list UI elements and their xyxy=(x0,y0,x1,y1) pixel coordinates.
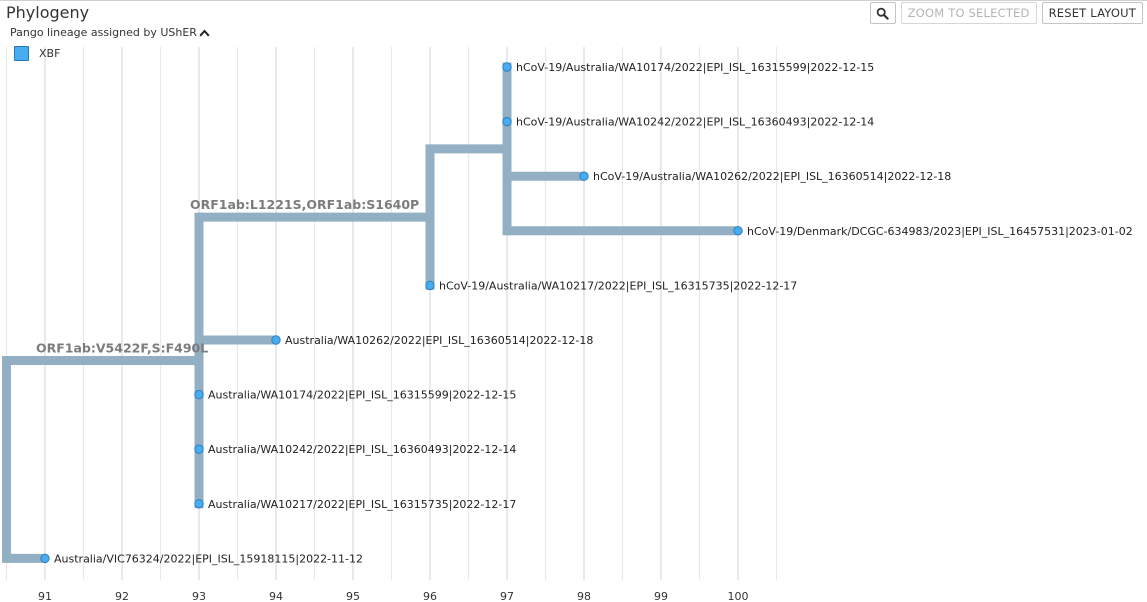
tip-nodes xyxy=(40,62,743,564)
x-tick-label: 99 xyxy=(654,590,668,602)
tip-node[interactable] xyxy=(502,62,512,72)
tip-label[interactable]: Australia/WA10242/2022|EPI_ISL_16360493|… xyxy=(208,443,516,456)
color-by-toggle[interactable]: Pango lineage assigned by UShER xyxy=(10,26,210,39)
x-tick-label: 91 xyxy=(38,590,52,602)
tip-label[interactable]: Australia/WA10217/2022|EPI_ISL_16315735|… xyxy=(208,498,516,511)
zoom-to-selected-button[interactable]: ZOOM TO SELECTED xyxy=(900,2,1037,24)
tip-label[interactable]: hCoV-19/Denmark/DCGC-634983/2023|EPI_ISL… xyxy=(747,225,1133,238)
x-tick-label: 98 xyxy=(577,590,591,602)
tip-node[interactable] xyxy=(194,444,204,454)
legend-label-xbf: XBF xyxy=(39,47,61,60)
x-tick-label: 97 xyxy=(500,590,514,602)
x-tick-label: 93 xyxy=(192,590,206,602)
legend: XBF xyxy=(14,46,60,61)
tip-label[interactable]: Australia/WA10262/2022|EPI_ISL_16360514|… xyxy=(285,334,593,347)
x-tick-label: 94 xyxy=(269,590,283,602)
tip-label[interactable]: hCoV-19/Australia/WA10242/2022|EPI_ISL_1… xyxy=(516,116,874,129)
x-tick-label: 95 xyxy=(346,590,360,602)
tip-node[interactable] xyxy=(733,226,743,236)
tip-label[interactable]: Australia/VIC76324/2022|EPI_ISL_15918115… xyxy=(54,552,363,565)
tip-node[interactable] xyxy=(194,389,204,400)
tip-labels: hCoV-19/Australia/WA10174/2022|EPI_ISL_1… xyxy=(54,61,1133,565)
x-tick-label: 100 xyxy=(728,590,749,602)
legend-swatch-xbf[interactable] xyxy=(14,46,29,61)
tip-label[interactable]: hCoV-19/Australia/WA10262/2022|EPI_ISL_1… xyxy=(593,170,951,183)
reset-layout-button[interactable]: RESET LAYOUT xyxy=(1041,2,1143,24)
panel-title: Phylogeny xyxy=(6,3,90,22)
branches xyxy=(2,62,738,563)
branch-mutation-label: ORF1ab:V5422F,S:F490L xyxy=(36,340,208,355)
tip-node[interactable] xyxy=(425,280,435,291)
branch-mutation-label: ORF1ab:L1221S,ORF1ab:S1640P xyxy=(190,197,419,212)
branch-labels: ORF1ab:V5422F,S:F490L ORF1ab:L1221S,ORF1a… xyxy=(36,197,419,355)
x-axis-ticks: 91 92 93 94 95 96 97 98 99 100 xyxy=(38,590,749,602)
tip-label[interactable]: Australia/WA10174/2022|EPI_ISL_16315599|… xyxy=(208,389,516,402)
tip-node[interactable] xyxy=(194,499,204,509)
x-tick-label: 92 xyxy=(115,590,129,602)
panel-top-border xyxy=(0,0,1147,1)
tip-node[interactable] xyxy=(579,171,589,181)
tip-node[interactable] xyxy=(502,116,512,127)
x-tick-label: 96 xyxy=(423,590,437,602)
toolbar: ZOOM TO SELECTED RESET LAYOUT xyxy=(869,2,1143,24)
chevron-up-icon xyxy=(199,29,210,36)
color-by-label: Pango lineage assigned by UShER xyxy=(10,26,197,39)
tip-label[interactable]: hCoV-19/Australia/WA10217/2022|EPI_ISL_1… xyxy=(439,279,797,292)
tip-label[interactable]: hCoV-19/Australia/WA10174/2022|EPI_ISL_1… xyxy=(516,61,874,74)
tip-node[interactable] xyxy=(40,553,50,564)
magnifier-icon xyxy=(876,7,889,20)
tip-node[interactable] xyxy=(271,335,281,345)
zoom-button[interactable] xyxy=(869,2,896,24)
